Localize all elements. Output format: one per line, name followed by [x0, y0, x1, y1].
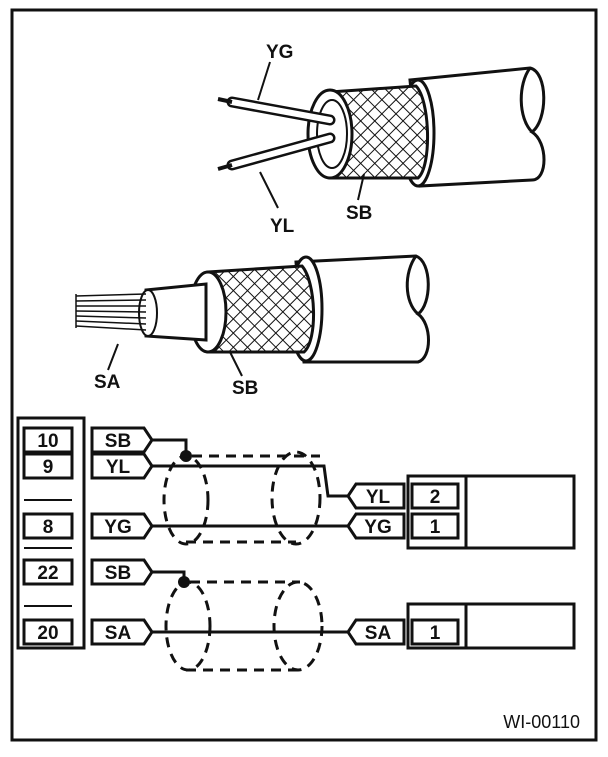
wire-yl-top	[229, 135, 333, 168]
pin-8: 8	[43, 517, 54, 538]
schematic: 10 9 8 22 20 SB YL YG SB SA	[16, 416, 576, 672]
label-yl-top: YL	[270, 216, 295, 237]
tag-sa: SA	[105, 623, 132, 644]
pin-10: 10	[37, 431, 58, 452]
cable-jacket-middle	[294, 254, 430, 364]
stranded-conductor	[75, 293, 147, 331]
label-yg-top: YG	[266, 42, 293, 63]
pin-9: 9	[43, 457, 54, 478]
tag-sb-1: SB	[105, 431, 131, 452]
tag-sa-right: SA	[365, 623, 392, 644]
cable-illustration-top: YG YL SB	[217, 42, 546, 237]
wire-yg-top	[229, 99, 333, 123]
shield-lower	[164, 580, 324, 672]
figure-reference: WI-00110	[503, 712, 580, 732]
pin-2-right: 2	[430, 487, 441, 508]
pin-1-right-top: 1	[430, 517, 441, 538]
pin-1-right-bottom: 1	[430, 623, 441, 644]
cable-illustration-middle: SA SB	[75, 254, 430, 399]
tag-yg: YG	[104, 517, 131, 538]
tag-yg-right: YG	[364, 517, 391, 538]
label-sb-middle: SB	[232, 378, 258, 399]
pin-22: 22	[37, 563, 58, 584]
outer-border	[10, 8, 598, 742]
tag-yl: YL	[106, 457, 131, 478]
label-sb-top: SB	[346, 203, 372, 224]
braided-shield	[328, 84, 430, 180]
tag-yl-right: YL	[366, 487, 391, 508]
pin-20: 20	[37, 623, 58, 644]
braided-shield-middle	[206, 264, 315, 354]
shield-upper	[162, 450, 322, 546]
label-sa-middle: SA	[94, 372, 121, 393]
wires-upper	[152, 438, 348, 528]
tag-sb-2: SB	[105, 563, 131, 584]
